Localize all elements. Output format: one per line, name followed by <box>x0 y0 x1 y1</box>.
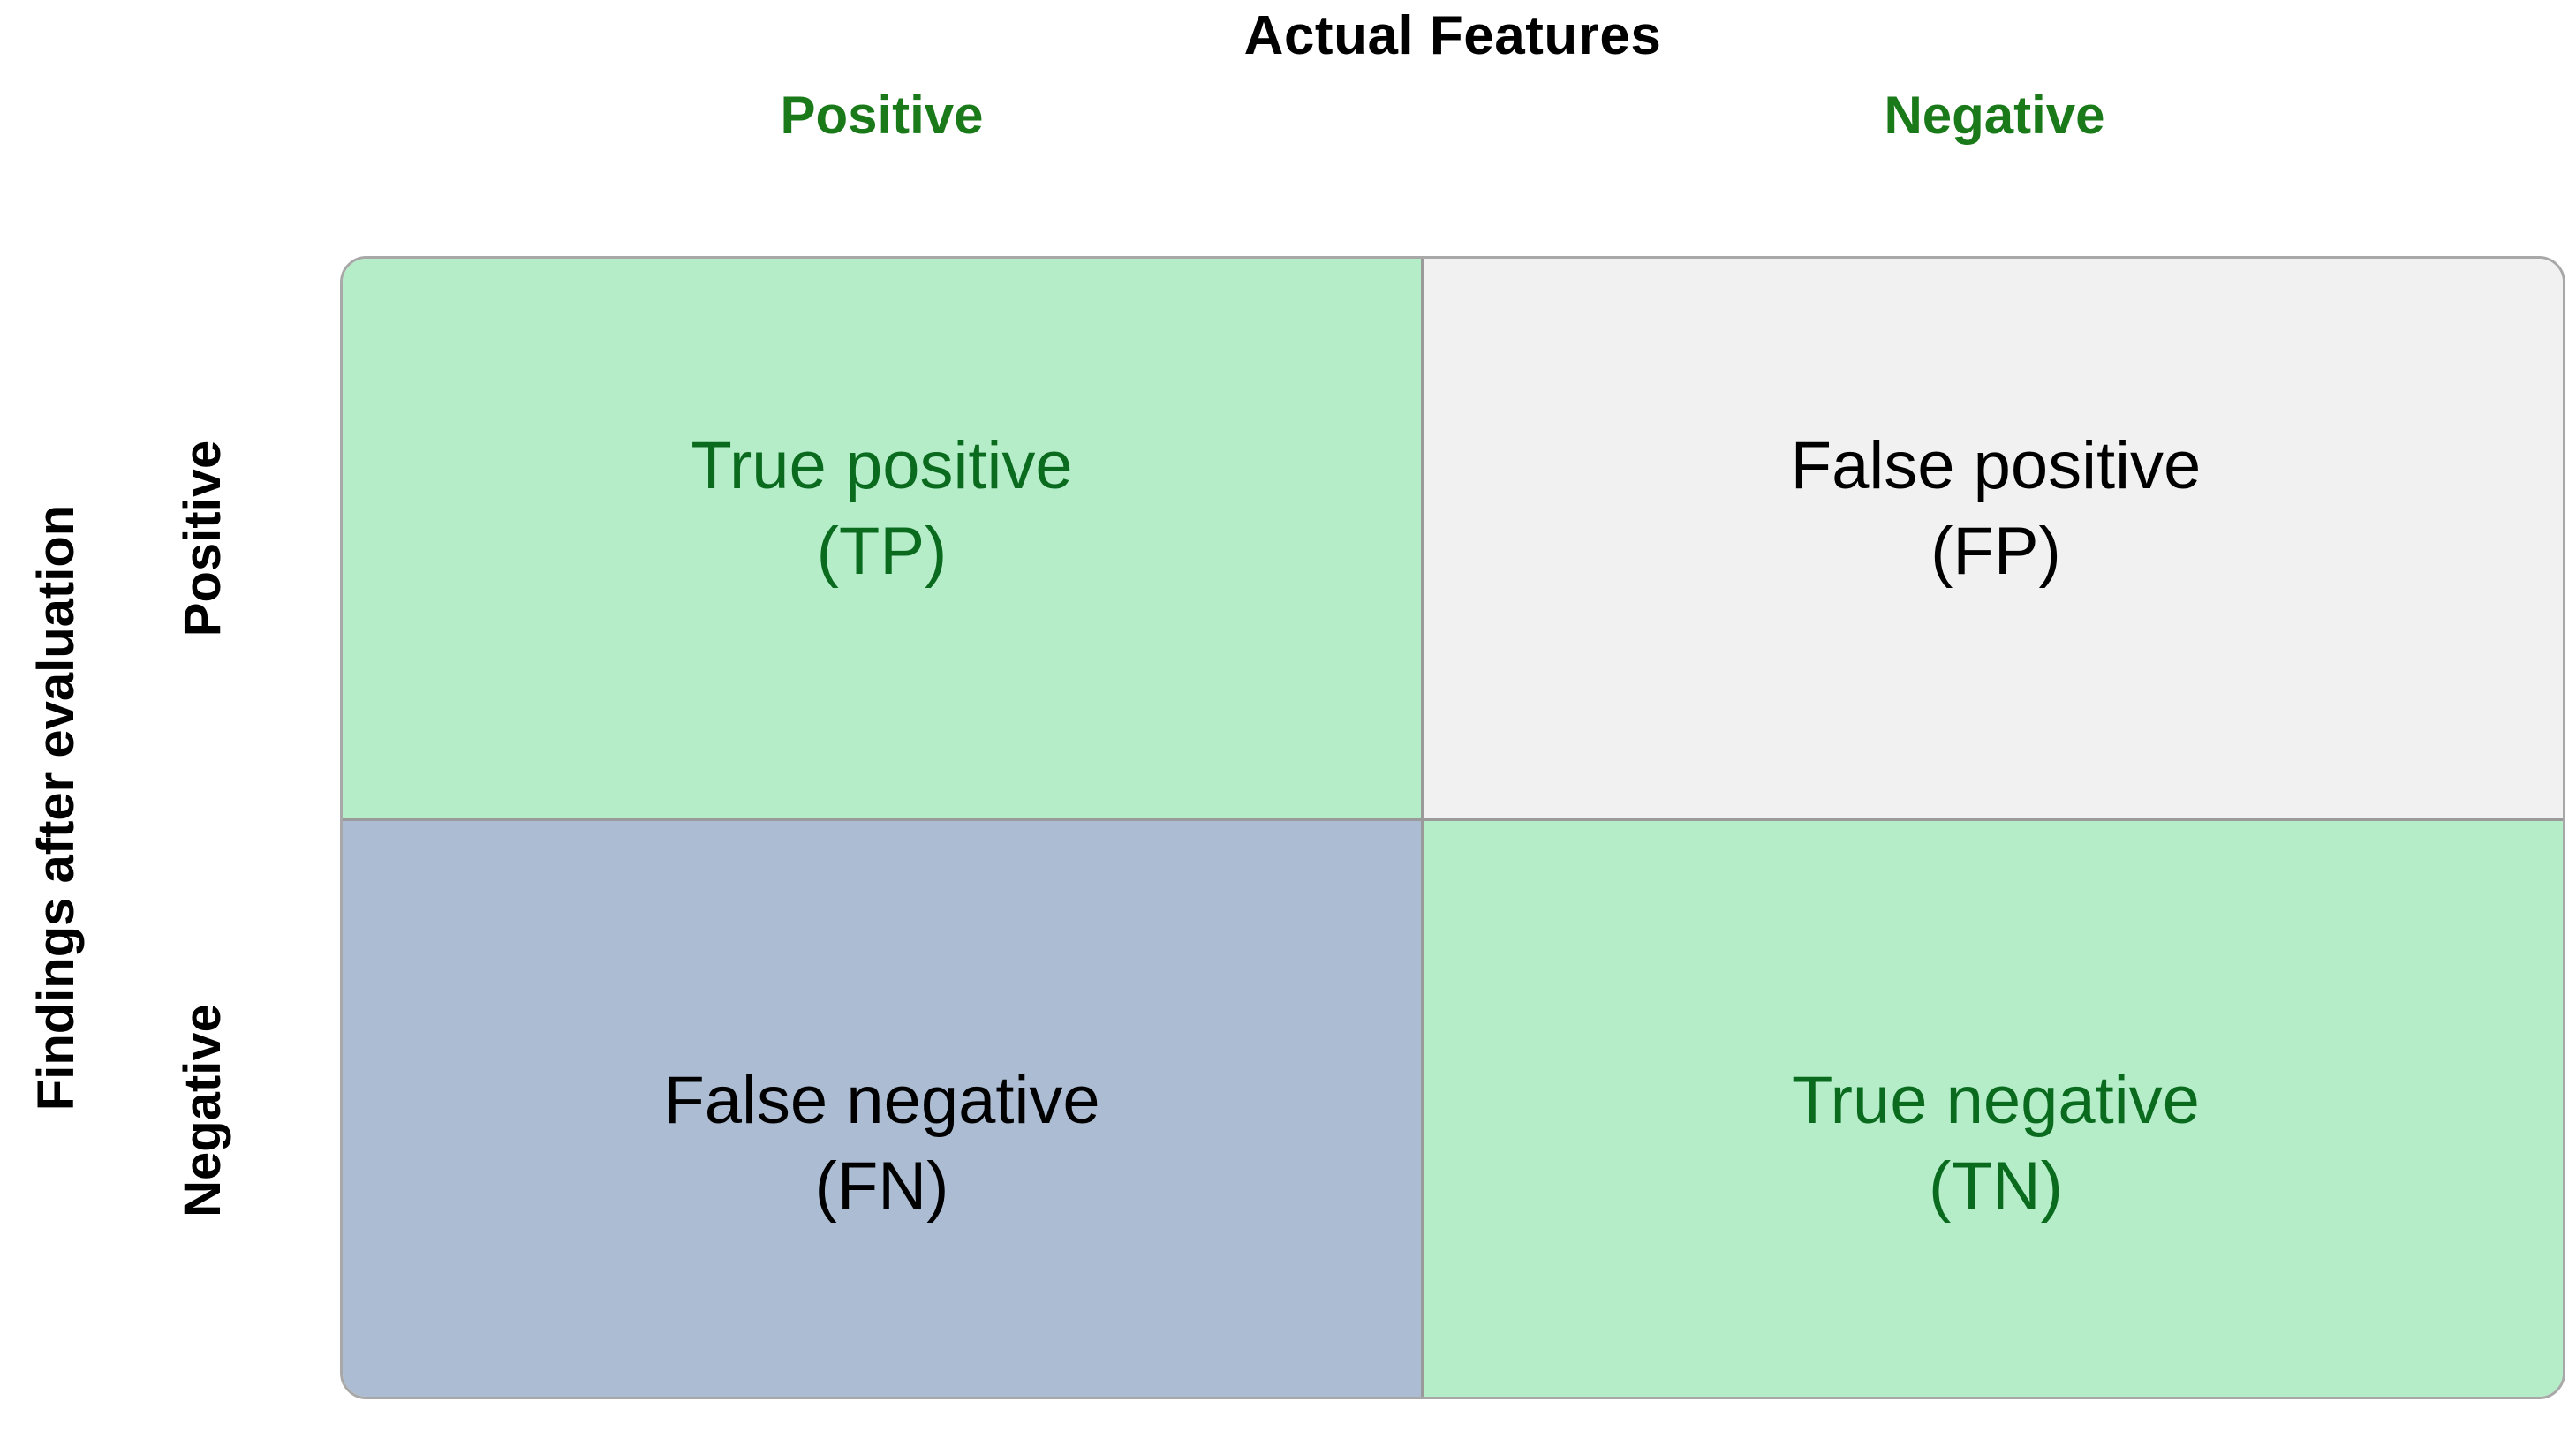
cell-false-positive[interactable]: False positive (FP) <box>1424 259 2563 821</box>
column-header-negative: Negative <box>1884 86 2105 145</box>
cell-false-negative-abbr: (FN) <box>814 1149 949 1224</box>
cell-true-negative-content: True negative (TN) <box>1792 1058 2200 1230</box>
column-header-positive: Positive <box>780 86 984 145</box>
cell-false-negative-content: False negative (FN) <box>663 1058 1099 1230</box>
cell-true-positive-abbr: (TP) <box>816 514 948 589</box>
row-header-negative: Negative <box>174 1004 231 1217</box>
cell-true-positive-label: True positive <box>691 427 1073 503</box>
cell-true-positive-content: True positive (TP) <box>691 423 1072 595</box>
cell-false-positive-label: False positive <box>1790 427 2202 503</box>
cell-true-negative-abbr: (TN) <box>1929 1149 2063 1224</box>
column-header-row: Positive Negative <box>340 76 2565 155</box>
confusion-matrix: True positive (TP) False positive (FP) F… <box>340 256 2565 1399</box>
row-header-positive: Positive <box>174 440 231 637</box>
cell-true-negative[interactable]: True negative (TN) <box>1424 821 2563 1397</box>
cell-true-positive[interactable]: True positive (TP) <box>343 259 1424 821</box>
row-axis-label: Findings after evaluation <box>27 504 85 1111</box>
cell-false-positive-abbr: (FP) <box>1930 514 2061 589</box>
cell-false-negative[interactable]: False negative (FN) <box>343 821 1424 1397</box>
cell-true-negative-label: True negative <box>1792 1062 2200 1138</box>
cell-false-positive-content: False positive (FP) <box>1791 423 2202 595</box>
cell-false-negative-label: False negative <box>663 1062 1100 1138</box>
page-title: Actual Features <box>1243 5 1662 66</box>
